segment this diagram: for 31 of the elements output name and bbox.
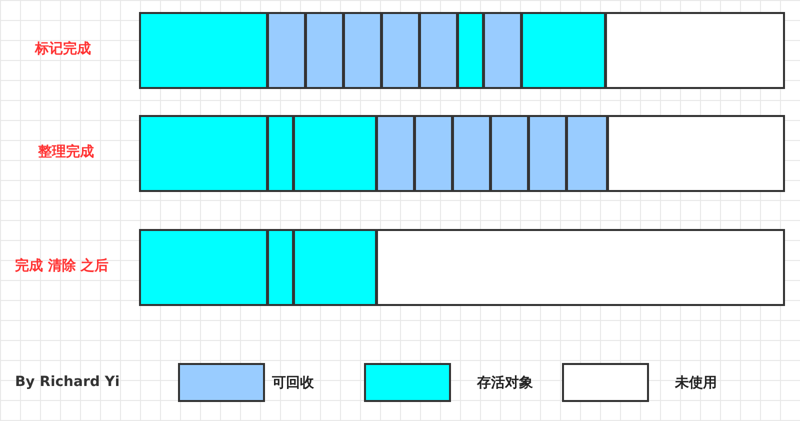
memory-block — [521, 12, 606, 89]
memory-block — [293, 229, 377, 306]
memory-block — [267, 115, 294, 192]
memory-block — [419, 12, 458, 89]
memory-block — [267, 229, 294, 306]
memory-block — [139, 229, 268, 306]
memory-block — [607, 115, 785, 192]
memory-block — [566, 115, 608, 192]
memory-block — [452, 115, 491, 192]
row-label: 整理完成 — [38, 142, 94, 160]
memory-block — [293, 115, 377, 192]
memory-block — [139, 12, 268, 89]
memory-block — [343, 12, 382, 89]
memory-block — [528, 115, 567, 192]
memory-block — [490, 115, 529, 192]
legend-label: 存活对象 — [477, 374, 533, 392]
memory-block — [381, 12, 420, 89]
memory-block — [483, 12, 522, 89]
memory-block — [267, 12, 306, 89]
memory-block — [457, 12, 484, 89]
memory-block — [376, 229, 785, 306]
legend-label: 可回收 — [272, 374, 314, 392]
memory-block — [414, 115, 453, 192]
memory-block — [605, 12, 785, 89]
memory-block — [376, 115, 415, 192]
memory-block — [139, 115, 268, 192]
row-label: 标记完成 — [35, 40, 91, 58]
row-label: 完成 清除 之后 — [15, 256, 109, 274]
legend-label: 未使用 — [675, 374, 717, 392]
author-note: By Richard Yi — [15, 374, 120, 390]
memory-block — [305, 12, 344, 89]
